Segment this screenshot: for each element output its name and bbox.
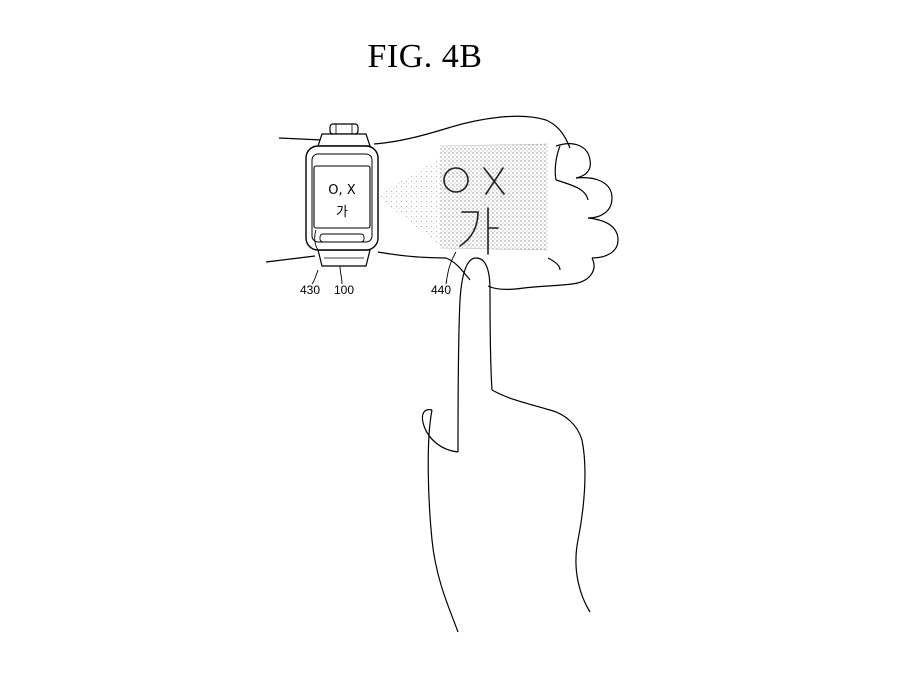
figure-title: FIG. 4B — [367, 38, 483, 75]
projection-area — [376, 143, 549, 251]
projected-x-mark — [483, 167, 505, 195]
projected-ga-glyph-right — [487, 207, 499, 255]
projected-content — [443, 167, 505, 255]
leader-440 — [445, 251, 457, 285]
arm-outline — [265, 115, 571, 263]
watch-screen-line2: 가 — [336, 205, 348, 220]
watch-crown — [329, 123, 359, 135]
leader-430 — [311, 269, 319, 285]
smart-watch: O, X 가 — [305, 123, 379, 267]
ref-label-440: 440 — [431, 283, 451, 297]
leader-100 — [339, 265, 343, 285]
watch-button — [319, 233, 365, 243]
pointing-hand — [421, 257, 591, 633]
watch-upper-strap — [317, 133, 371, 147]
ref-label-100: 100 — [334, 283, 354, 297]
projected-ga-glyph-left — [459, 211, 479, 247]
watch-screen-line1: O, X — [328, 183, 355, 198]
index-finger — [457, 257, 493, 453]
hand-outline — [445, 143, 619, 290]
ref-label-430: 430 — [300, 283, 320, 297]
watch-screen — [313, 165, 371, 229]
projected-o-mark — [443, 167, 469, 193]
leader-lines — [311, 229, 457, 285]
